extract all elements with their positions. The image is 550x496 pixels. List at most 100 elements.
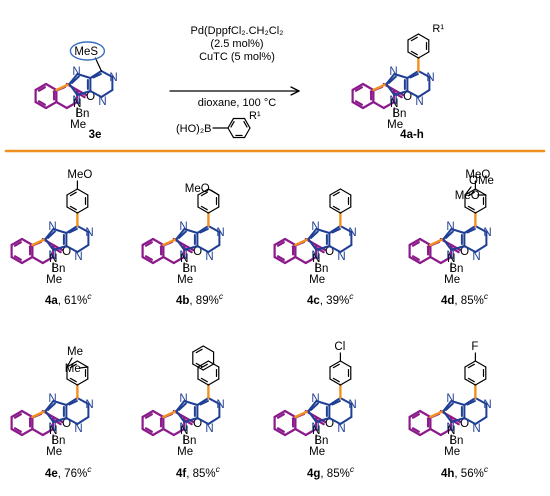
start-compound-label: 3e	[89, 129, 102, 141]
purine-bond	[68, 83, 79, 96]
purine-bond	[406, 70, 420, 79]
nitrogen-atom: N	[312, 253, 320, 265]
methoxy-label: MeO	[455, 190, 480, 202]
nitrogen-atom: N	[85, 227, 93, 239]
quinolinone-bond	[273, 255, 287, 265]
aryl-bond	[76, 378, 89, 386]
nitrogen-atom: N	[48, 250, 56, 262]
double-bond	[411, 255, 420, 261]
purine-bond	[65, 417, 79, 425]
aryl-bond	[339, 188, 352, 196]
double-bond	[37, 86, 46, 92]
purine-bond	[315, 228, 331, 234]
purine-bond	[175, 410, 186, 423]
purine-bond	[100, 70, 114, 78]
benzyl-label: Bn	[182, 263, 196, 275]
oxygen-atom: O	[193, 418, 202, 430]
sme-highlight-ellipse	[69, 41, 106, 61]
nitrogen-atom: N	[483, 399, 491, 411]
quinolinone-bond	[10, 427, 24, 437]
naphthyl-bond	[192, 363, 204, 371]
double-bond	[177, 402, 187, 411]
new-c-c-bond	[55, 82, 71, 92]
purine-bond	[68, 73, 79, 85]
carbonyl-bond	[183, 415, 195, 424]
quinolinone-bond	[20, 409, 34, 419]
naphthyl-bond	[202, 363, 215, 371]
benzyl-label: Bn	[449, 435, 463, 447]
nitrogen-atom: N	[446, 393, 454, 405]
purine-bond	[315, 400, 331, 406]
benzyl-label: Bn	[314, 263, 328, 275]
quinolinone-bond	[20, 255, 34, 265]
quinolinone-bond	[141, 409, 155, 419]
double-bond	[444, 230, 454, 239]
purine-bond	[52, 417, 68, 423]
r1-label: R¹	[432, 23, 444, 35]
purine-bond	[450, 417, 466, 423]
new-c-c-bond	[162, 409, 178, 419]
new-c-c-bond	[162, 237, 178, 247]
double-bond	[467, 191, 475, 197]
quinolinone-bond	[351, 82, 365, 92]
purine-bond	[196, 225, 210, 234]
purine-bond	[406, 90, 420, 98]
purine-bond	[76, 416, 90, 425]
nitrogen-atom: N	[337, 251, 345, 263]
double-bond	[411, 413, 420, 419]
quinolinone-bond	[294, 255, 307, 265]
double-bond	[69, 191, 77, 197]
methyl-label: Me	[67, 346, 83, 358]
methyl-label: Me	[444, 274, 460, 286]
quinolinone-bond	[439, 427, 453, 437]
quinolinone-bond	[429, 427, 442, 437]
double-bond	[144, 255, 153, 261]
nitrogen-atom: N	[483, 227, 491, 239]
purine-bond	[175, 238, 186, 251]
aryl-bond	[66, 378, 78, 386]
oxygen-atom: O	[460, 418, 469, 430]
compound-yield-label: 4a, 61%c	[45, 291, 92, 307]
quinolinone-bond	[10, 255, 24, 265]
nitrogen-atom: N	[74, 423, 82, 435]
aryl-bond	[339, 206, 352, 214]
double-bond	[331, 228, 341, 234]
purine-bond	[463, 225, 477, 234]
purine-bond	[196, 245, 210, 253]
nitrogen-atom: N	[179, 250, 187, 262]
quinolinone-bond	[44, 82, 58, 92]
double-bond	[195, 348, 203, 354]
benzyl-label: Bn	[51, 435, 65, 447]
quinolinone-bond	[408, 409, 422, 419]
purine-bond	[328, 417, 342, 425]
benzyl-label: Bn	[51, 263, 65, 275]
methyl-label: Me	[46, 446, 62, 458]
compound-yield-label: 4e, 76%c	[45, 464, 92, 480]
carbonyl-bond	[52, 415, 64, 424]
oxygen-atom: O	[325, 418, 334, 430]
purine-bond	[393, 73, 409, 79]
quinolinone-bond	[34, 100, 48, 110]
benzyl-label: Bn	[182, 435, 196, 447]
quinolinone-bond	[382, 100, 396, 110]
nitrogen-atom: N	[72, 66, 80, 78]
purine-bond	[183, 400, 199, 406]
purine-bond	[52, 245, 68, 251]
double-bond	[69, 363, 77, 369]
aryl-bond	[339, 360, 352, 368]
purine-bond	[307, 238, 318, 251]
purine-bond	[474, 225, 488, 233]
nitrogen-atom: N	[446, 250, 454, 262]
aryl-bond	[197, 206, 209, 214]
nitrogen-atom: N	[73, 98, 81, 110]
methyl-label: Me	[46, 274, 62, 286]
methyl-label: Me	[444, 446, 460, 458]
aryl-bond	[474, 188, 487, 196]
aryl-bond	[329, 378, 341, 386]
double-bond	[410, 50, 418, 56]
quinolinone-bond	[372, 100, 385, 110]
purine-bond	[183, 228, 199, 234]
purine-bond	[307, 228, 318, 240]
